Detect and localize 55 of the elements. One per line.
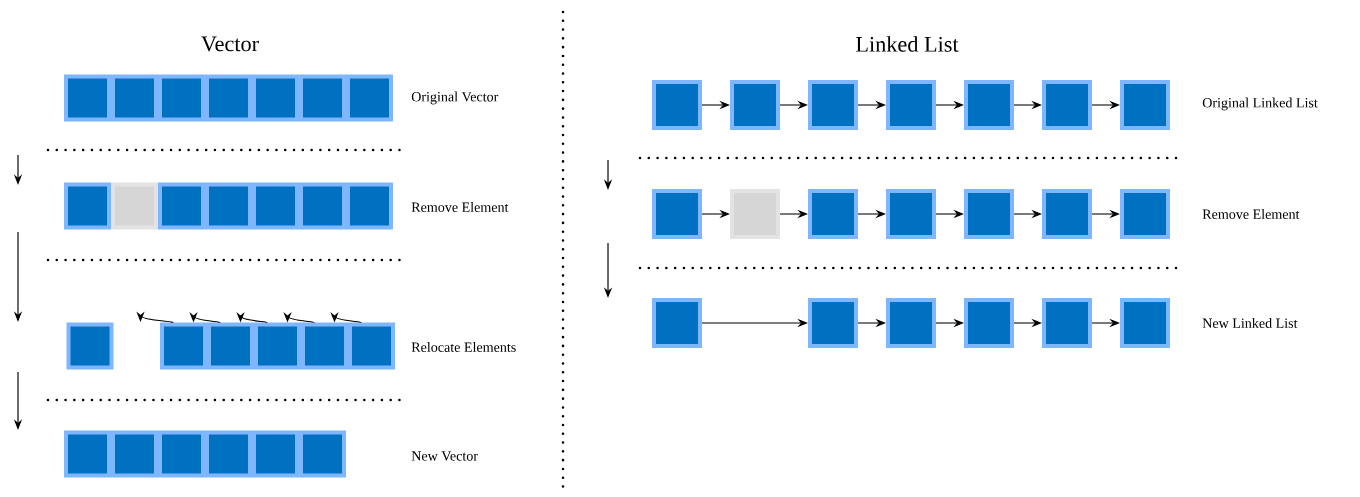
array-cell <box>299 74 346 122</box>
row-label: New Vector <box>411 451 478 461</box>
array-cell <box>111 430 158 478</box>
row-label: Original Vector <box>411 91 499 105</box>
removed-cell <box>111 182 158 230</box>
array-cell <box>299 182 346 230</box>
list-node-box <box>808 298 858 348</box>
list-node-box <box>1120 189 1170 239</box>
array-cell <box>254 322 301 370</box>
row-label: Original Linked List <box>1202 97 1318 111</box>
array-cell <box>66 322 114 370</box>
row-label: New Linked List <box>1202 318 1298 328</box>
list-node-box <box>1120 80 1170 130</box>
list-node-box <box>808 189 858 239</box>
list-node-box <box>964 189 1014 239</box>
section-heading: Linked List <box>856 36 959 52</box>
array-cell <box>111 74 158 122</box>
array-cell <box>252 430 299 478</box>
list-node-box <box>1042 298 1092 348</box>
row-label: Remove Element <box>1202 209 1300 219</box>
array-cell <box>64 182 111 230</box>
section-heading: Vector <box>201 36 259 52</box>
array-cell <box>64 430 111 478</box>
array-cell <box>252 182 299 230</box>
array-cell <box>348 322 395 370</box>
list-node-box <box>1120 298 1170 348</box>
array-cell <box>158 430 205 478</box>
row-label: Relocate Elements <box>411 342 516 352</box>
array-cell <box>252 74 299 122</box>
row-label: Remove Element <box>411 202 509 212</box>
list-node-box <box>652 298 702 348</box>
list-node-box <box>886 80 936 130</box>
array-cell <box>64 74 111 122</box>
list-node-box <box>1042 80 1092 130</box>
list-node-box <box>964 298 1014 348</box>
array-cell <box>205 430 252 478</box>
list-node-box <box>730 80 780 130</box>
array-cell <box>301 322 348 370</box>
array-cell <box>346 74 393 122</box>
array-cell <box>346 182 393 230</box>
array-cell <box>158 74 205 122</box>
array-cell <box>205 74 252 122</box>
list-node-box <box>1042 189 1092 239</box>
list-node-box <box>808 80 858 130</box>
array-cell <box>299 430 346 478</box>
removed-cell <box>730 189 780 239</box>
array-cell <box>158 182 205 230</box>
list-node-box <box>964 80 1014 130</box>
list-node-box <box>652 189 702 239</box>
list-node-box <box>886 189 936 239</box>
array-cell <box>205 182 252 230</box>
list-node-box <box>886 298 936 348</box>
array-cell <box>207 322 254 370</box>
list-node-box <box>652 80 702 130</box>
array-cell <box>160 322 207 370</box>
